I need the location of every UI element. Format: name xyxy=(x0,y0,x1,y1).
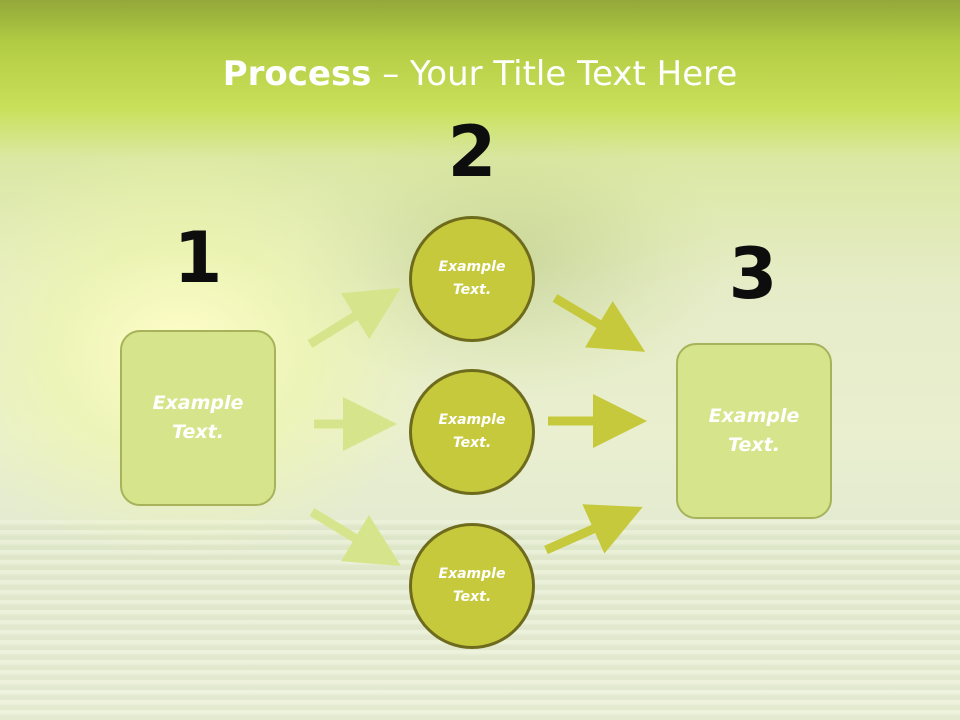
slide-title: Process – Your Title Text Here xyxy=(0,52,960,96)
title-rest: – Your Title Text Here xyxy=(371,54,738,94)
arrow-right-down xyxy=(552,294,646,352)
step-number-1: 1 xyxy=(173,217,223,299)
circle-middle-line1: Example xyxy=(438,412,506,428)
circle-top-line2: Text. xyxy=(452,282,492,298)
step-number-2: 2 xyxy=(447,111,497,193)
step-box-1-line2: Text. xyxy=(172,421,224,443)
arrow-left-up xyxy=(307,287,401,348)
circle-middle-line2: Text. xyxy=(452,435,492,451)
step-box-1-line1: Example xyxy=(152,392,244,414)
circle-bottom: Example Text. xyxy=(409,523,535,649)
arrow-right-up xyxy=(544,504,643,555)
circle-bottom-line2: Text. xyxy=(452,589,492,605)
circle-top-line1: Example xyxy=(438,259,506,275)
title-bold: Process xyxy=(222,54,372,94)
circle-middle: Example Text. xyxy=(409,369,535,495)
arrow-left-down xyxy=(309,508,402,566)
step-box-3-line1: Example xyxy=(708,405,800,427)
step-box-3: Example Text. xyxy=(676,343,832,519)
circle-bottom-line1: Example xyxy=(438,566,506,582)
step-box-3-line2: Text. xyxy=(728,434,780,456)
step-box-1: Example Text. xyxy=(120,330,276,506)
step-number-3: 3 xyxy=(728,233,778,315)
circle-top: Example Text. xyxy=(409,216,535,342)
